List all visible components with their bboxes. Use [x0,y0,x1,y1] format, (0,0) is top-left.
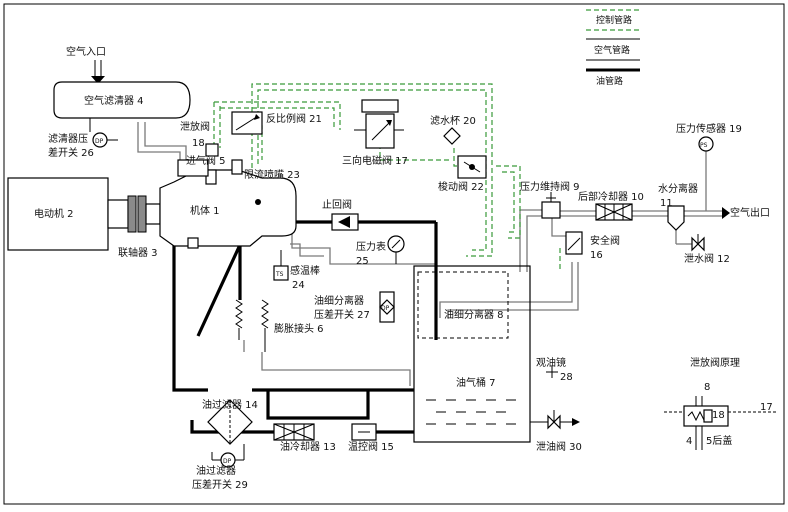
legend-oil: 油管路 [596,75,623,87]
label-oil-drain: 泄油阀 30 [536,440,582,453]
label-sight-glass-2: 28 [560,372,573,383]
compressor-body [159,169,297,247]
label-water-sep-1: 水分离器 [658,182,698,195]
label-pressure-sensor: 压力传感器 19 [676,122,742,135]
air-filter [53,81,191,119]
inset-n8: 8 [704,382,710,393]
label-drain-valve-1: 泄放阀 [180,120,210,133]
ps-symbol: PS [700,142,708,149]
label-fine-sep: 油细分离器 8 [444,308,504,321]
label-three-way: 三向电磁阀 17 [342,154,408,167]
dp-symbol-26: DP [95,138,104,145]
label-oil-filter-dp-2: 压差开关 29 [192,478,248,491]
legend-air: 空气管路 [594,44,630,56]
filter-dp-switch: DP [89,118,118,148]
label-limit-nozzle: 限流喷嘴 23 [244,168,300,181]
label-water-sep-2: 11 [660,198,673,209]
label-intake-valve: 进气阀 5 [186,154,226,167]
label-shuttle-valve: 梭动阀 22 [438,180,484,193]
shuttle-valve [457,155,487,179]
air-inlet-arrow [91,60,105,84]
label-check-valve: 止回阀 [322,198,352,211]
body-port-icon [255,199,261,205]
label-motor: 电动机 2 [34,207,74,220]
three-way-solenoid [354,99,404,149]
label-min-pressure-valve: 压力维持阀 9 [520,180,580,193]
motor [7,177,109,251]
label-expansion: 膨胀接头 6 [274,322,324,335]
label-prop-valve: 反比例阀 21 [266,112,322,125]
intake-valve [177,159,209,177]
label-thermo-valve: 温控阀 15 [348,440,394,453]
inset-n18: 18 [712,410,725,421]
label-pressure-gauge-1: 压力表 [356,240,386,253]
oil-filter-dp-switch: DP [211,444,245,468]
inset-n5: 5后盖 [706,434,732,447]
oil-drain-valve [530,410,580,430]
label-drain-valve-2: 18 [192,138,205,149]
diagram-frame [3,3,785,505]
oil-filter [207,399,253,445]
inset-n4: 4 [686,436,692,447]
water-cup [443,127,461,145]
label-pressure-gauge-2: 25 [356,256,369,267]
proportional-valve [231,111,263,135]
pressure-sensor: PS [698,136,714,152]
label-oil-filter-dp-1: 油过滤器 [196,464,236,477]
legend-control: 控制管路 [596,14,632,26]
drain-valve-18 [205,143,219,185]
coupling [107,195,161,233]
min-pressure-valve [541,192,561,219]
inset-n17: 17 [760,402,773,413]
limit-nozzle [231,159,243,175]
label-drain-water: 泄水阀 12 [684,252,730,265]
oil-level-marks [426,399,516,425]
inset-title: 泄放阀原理 [690,356,740,369]
label-filter-dp-2: 差开关 26 [48,146,94,159]
label-coupling: 联轴器 3 [118,246,158,259]
air-piping [137,122,730,386]
label-safety-valve-1: 安全阀 [590,234,620,247]
body-drain-plug [187,237,199,249]
label-temp-rod-1: 感温棒 [290,264,320,277]
safety-valve [565,231,583,255]
expansion-joint [235,299,269,352]
inset-drain-principle: 泄放阀原理 8 18 17 4 5后盖 [664,356,776,450]
label-fine-sep-dp-2: 压差开关 27 [314,308,370,321]
dp-symbol-27: DP [381,305,390,312]
label-water-cup: 滤水杯 20 [430,114,476,127]
label-aftercooler: 后部冷却器 10 [578,190,644,203]
label-safety-valve-2: 16 [590,250,603,261]
aftercooler [595,203,633,221]
label-sight-glass-1: 观油镜 [536,356,566,369]
label-air-inlet: 空气入口 [66,45,106,58]
label-air-outlet: 空气出口 [730,206,770,219]
fine-sep-dp-switch: DP [379,291,395,323]
label-temp-rod-2: 24 [292,280,305,291]
sight-glass [546,366,558,378]
temp-rod: TS [273,250,289,281]
drain-water-valve [691,234,705,252]
label-filter-dp-1: 滤清器压 [48,132,88,145]
check-valve [331,213,359,231]
thermo-valve [351,423,377,441]
label-body: 机体 1 [190,204,220,217]
pressure-gauge [387,235,405,264]
label-air-filter: 空气滤清器 4 [84,94,144,107]
ts-symbol: TS [275,271,284,278]
dp-symbol-29: DP [223,458,232,465]
fine-separator [417,271,509,339]
label-oil-filter: 油过滤器 14 [202,398,258,411]
oil-cooler [273,423,315,441]
label-oil-cooler: 油冷却器 13 [280,440,336,453]
label-oil-tank: 油气桶 7 [456,376,496,389]
water-separator [667,205,685,231]
label-fine-sep-dp-1: 油细分离器 [314,294,364,307]
legend: 控制管路 空气管路 油管路 [586,9,640,87]
oil-tank [413,265,531,443]
